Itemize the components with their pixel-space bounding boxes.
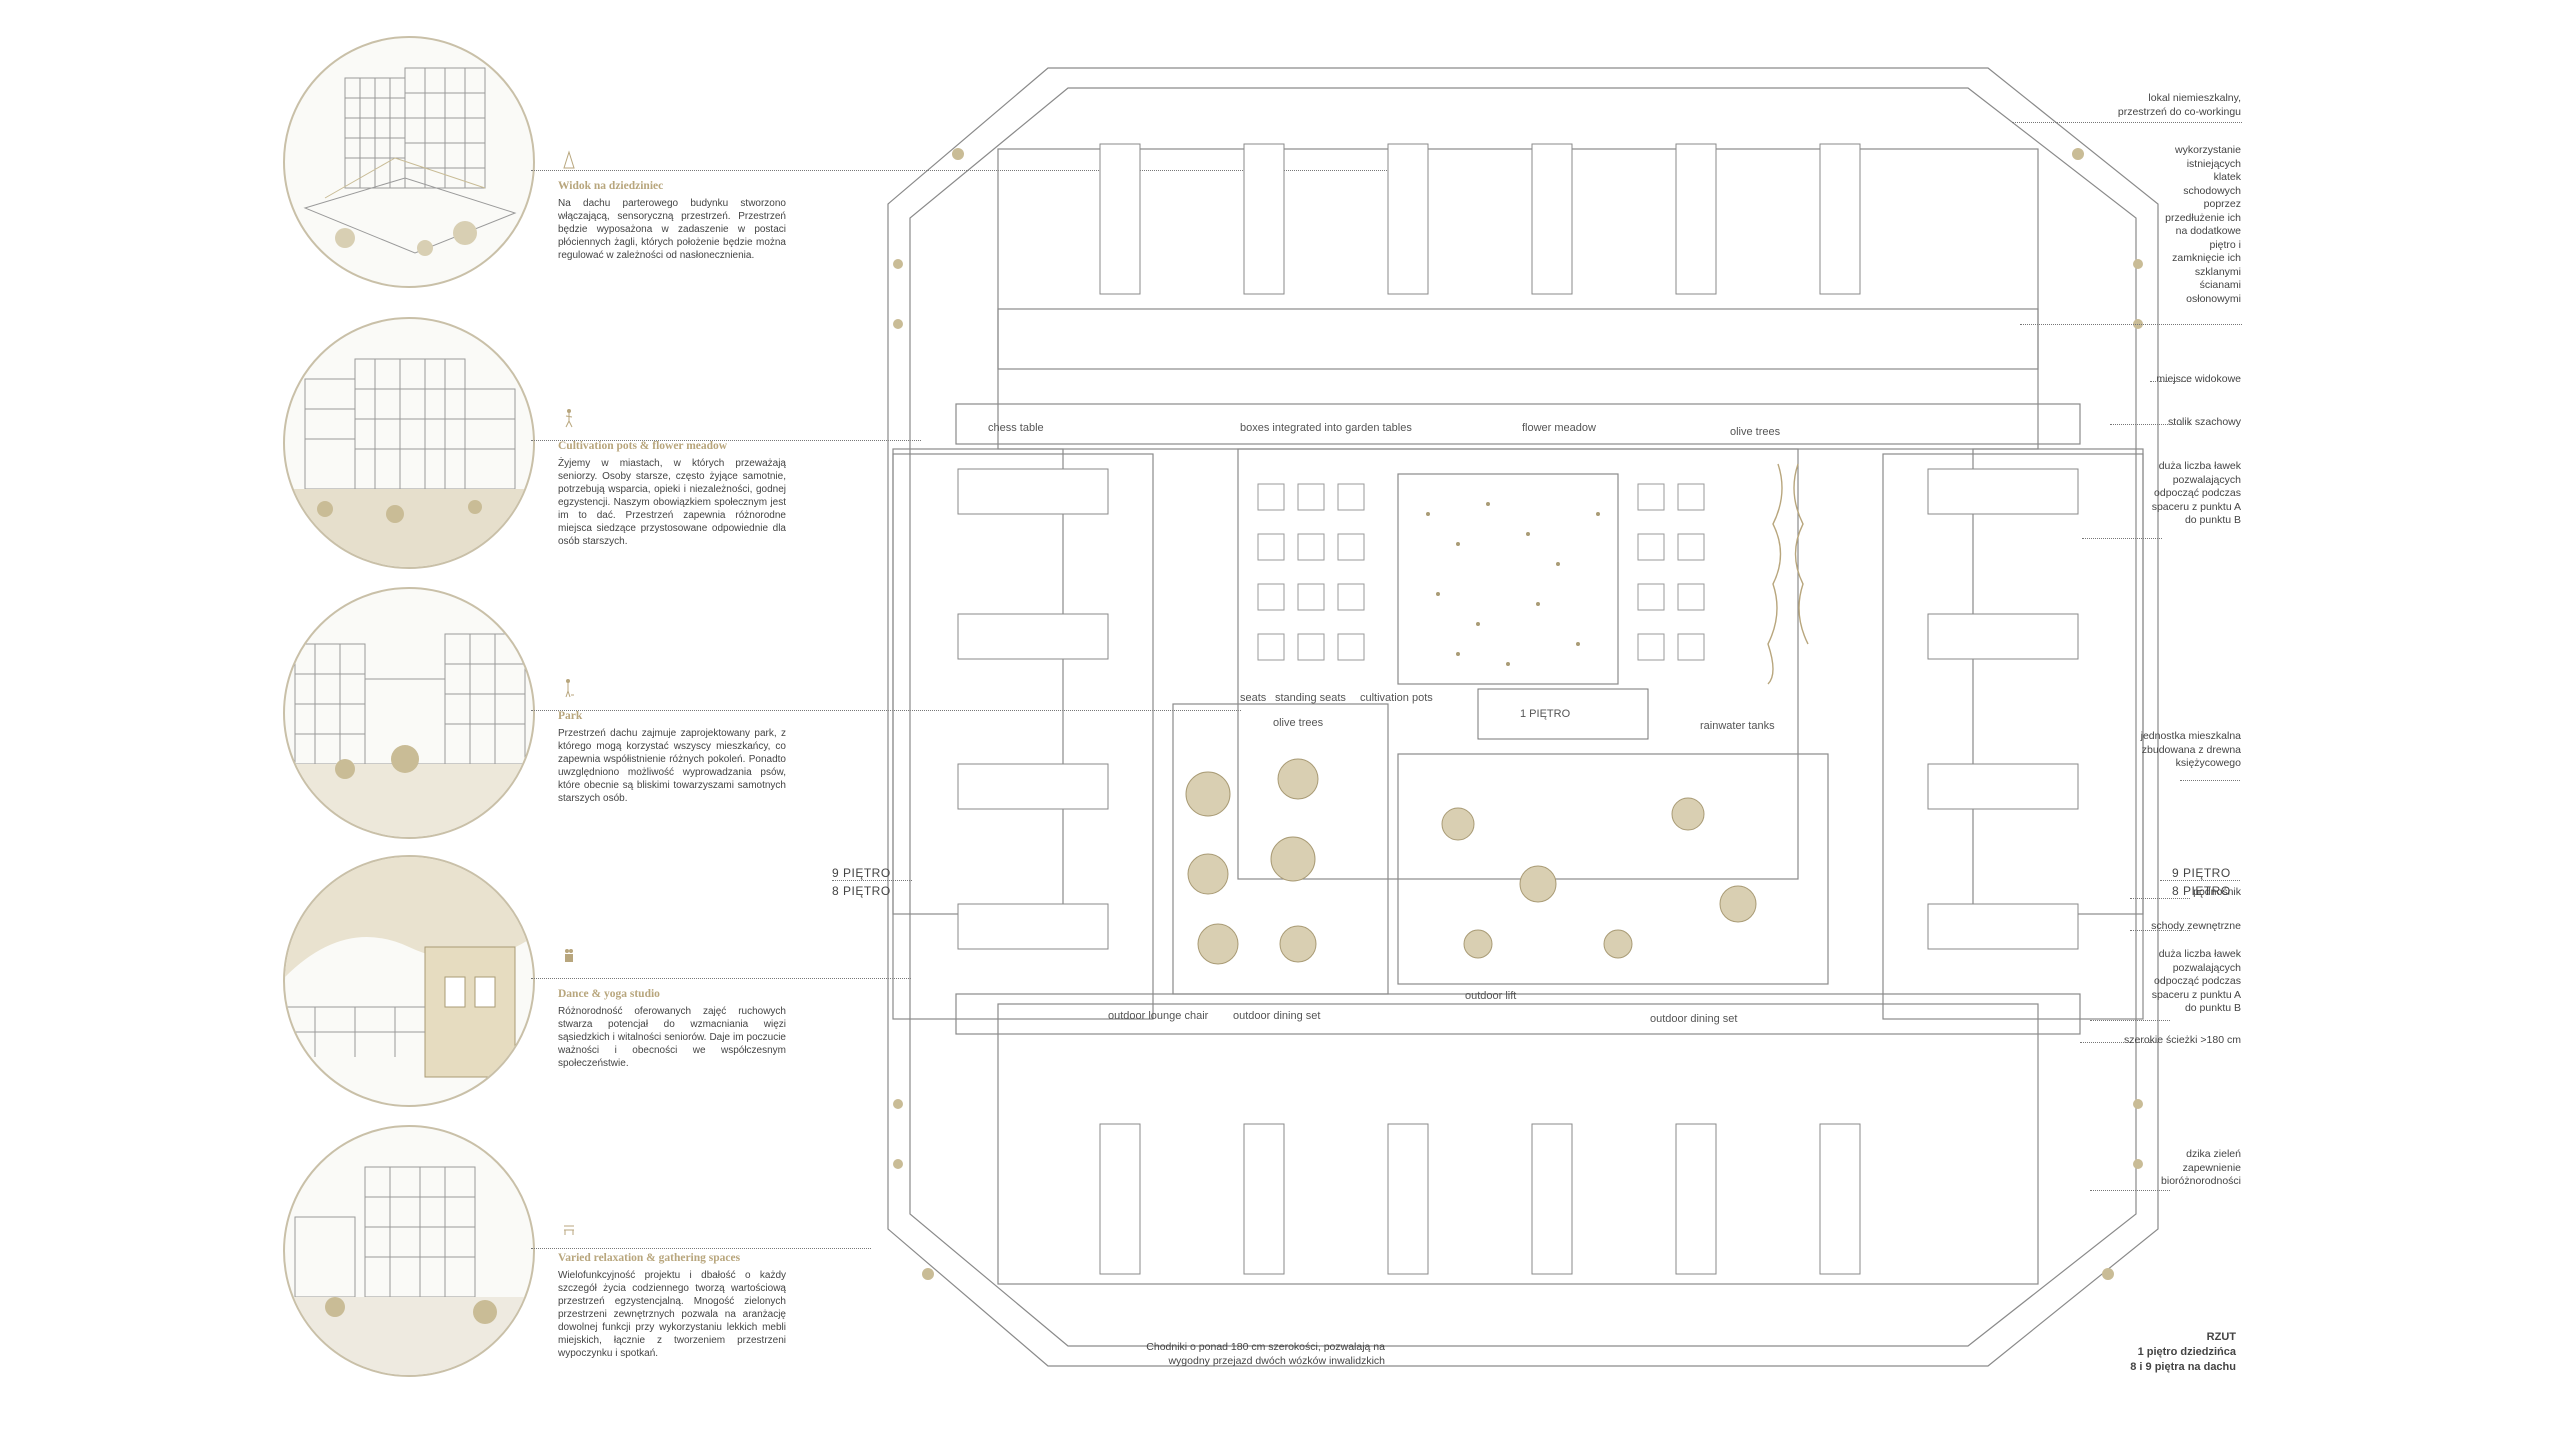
desc-cultivation: Cultivation pots & flower meadow Żyjemy …	[558, 440, 786, 548]
annotation-jednostka: jednostka mieszkalna zbudowana z drewna …	[2140, 730, 2241, 769]
desc-text: Żyjemy w miastach, w których przeważają …	[558, 458, 786, 547]
label-outdoor-dining-right: outdoor dining set	[1650, 1013, 1738, 1025]
leader-line	[2090, 1020, 2170, 1021]
annotation-stolik-szachowy: stolik szachowy	[2168, 416, 2241, 428]
vignette-dance	[283, 855, 535, 1107]
desc-title: Cultivation pots & flower meadow	[558, 440, 728, 452]
leader-line	[2180, 780, 2240, 781]
label-outdoor-dining-left: outdoor dining set	[1233, 1010, 1321, 1022]
relaxation-sketch	[285, 1166, 533, 1375]
label-chess-table: chess table	[988, 422, 1044, 434]
rzut-line-2: 8 i 9 piętra na dachu	[2130, 1361, 2236, 1373]
desc-text: Wielofunkcyjność projektu i dbałość o ka…	[558, 1270, 786, 1359]
vignette-relaxation	[283, 1125, 535, 1377]
courtyard-sketch	[303, 67, 517, 256]
person-walking-icon	[565, 409, 573, 428]
level-8-left: 8 PIĘTRO	[832, 884, 891, 898]
park-sketch	[285, 633, 533, 837]
leader-line	[2082, 538, 2162, 539]
leader-line	[531, 440, 921, 441]
label-1-pietro: 1 PIĘTRO	[1520, 708, 1571, 720]
leader-line	[2080, 1042, 2160, 1043]
leader-line	[2150, 381, 2190, 382]
vignette-park	[283, 587, 535, 839]
desc-relaxation: Varied relaxation & gathering spaces Wie…	[558, 1252, 786, 1360]
level-line-right	[2160, 880, 2240, 881]
leader-line	[2130, 930, 2190, 931]
annotation-lawki-2: duża liczba ławek pozwalających odpocząć…	[2151, 948, 2241, 1014]
desc-title: Widok na dziedziniec	[558, 180, 664, 192]
leader-line	[2020, 324, 2242, 325]
leader-line	[531, 1248, 871, 1249]
leader-line	[2012, 122, 2242, 123]
label-outdoor-lounge-chair: outdoor lounge chair	[1108, 1010, 1209, 1022]
label-outdoor-lift: outdoor lift	[1465, 990, 1517, 1002]
label-olive-trees-mid: olive trees	[1273, 717, 1324, 729]
level-8-right: 8 PIĘTRO	[2172, 884, 2231, 898]
label-cultivation-pots: cultivation pots	[1360, 692, 1433, 704]
annotation-lawki-1: duża liczba ławek pozwalających odpocząć…	[2151, 460, 2241, 526]
label-standing-seats: standing seats	[1275, 692, 1346, 704]
annotation-miejsce-widokowe: miejsce widokowe	[2156, 373, 2241, 385]
vignette-cultivation	[283, 317, 535, 569]
level-line-left	[832, 880, 912, 881]
label-seats: seats	[1240, 692, 1267, 704]
annotation-dzika-zielen: dzika zieleń zapewnienie bioróżnorodnośc…	[2161, 1148, 2241, 1187]
floor-plan	[838, 64, 2198, 1369]
label-olive-trees-top: olive trees	[1730, 426, 1781, 438]
bench-icon	[564, 1225, 574, 1235]
leader-line	[2110, 424, 2190, 425]
cultivation-sketch	[285, 358, 533, 567]
desc-text: Przestrzeń dachu zajmuje zaprojektowany …	[558, 728, 786, 804]
rzut-title: RZUT	[2206, 1331, 2236, 1343]
level-9-left: 9 PIĘTRO	[832, 866, 891, 880]
plan-title-block: RZUT 1 piętro dziedzińca 8 i 9 piętra na…	[2130, 1330, 2236, 1375]
desc-text: Na dachu parterowego budynku stworzono w…	[558, 198, 786, 261]
annotation-schody: schody zewnętrzne	[2151, 920, 2241, 932]
annotation-lokal: lokal niemieszkalny, przestrzeń do co-wo…	[2117, 92, 2241, 118]
label-flower-meadow: flower meadow	[1522, 422, 1596, 434]
leader-line	[2130, 898, 2190, 899]
level-9-right: 9 PIĘTRO	[2172, 866, 2231, 880]
desc-park: Park Przestrzeń dachu zajmuje zaprojekto…	[558, 710, 786, 805]
annotation-sciezki: szerokie ścieżki >180 cm	[2123, 1034, 2241, 1046]
leader-line	[2090, 1190, 2170, 1191]
leader-line	[531, 978, 911, 979]
sail-shade-icon	[563, 150, 575, 169]
vignette-courtyard-view	[283, 36, 535, 288]
label-boxes: boxes integrated into garden tables	[1240, 422, 1412, 434]
desc-title: Dance & yoga studio	[558, 988, 660, 1000]
desc-title: Varied relaxation & gathering spaces	[558, 1252, 741, 1264]
dancing-couple-icon	[565, 949, 573, 962]
rzut-line-1: 1 piętro dziedzińca	[2137, 1346, 2236, 1358]
dance-studio-sketch	[285, 857, 533, 1078]
desc-text: Różnorodność oferowanych zajęć ruchowych…	[558, 1006, 786, 1069]
desc-courtyard-view: Widok na dziedziniec Na dachu parteroweg…	[558, 180, 786, 262]
floor-plan-drawing	[887, 67, 2159, 1367]
label-rainwater-tanks: rainwater tanks	[1700, 720, 1775, 732]
sidewalk-note: Chodniki o ponad 180 cm szerokości, pozw…	[1146, 1341, 1385, 1367]
leader-line	[531, 170, 1411, 171]
desc-title: Park	[558, 710, 583, 722]
desc-dance: Dance & yoga studio Różnorodność oferowa…	[558, 988, 786, 1070]
annotation-podnosnik: podnośnik	[2193, 886, 2241, 898]
annotation-klatki: wykorzystanie istniejących klatek schodo…	[2165, 144, 2241, 305]
person-with-dog-icon	[565, 679, 574, 698]
leader-line	[531, 710, 1241, 711]
